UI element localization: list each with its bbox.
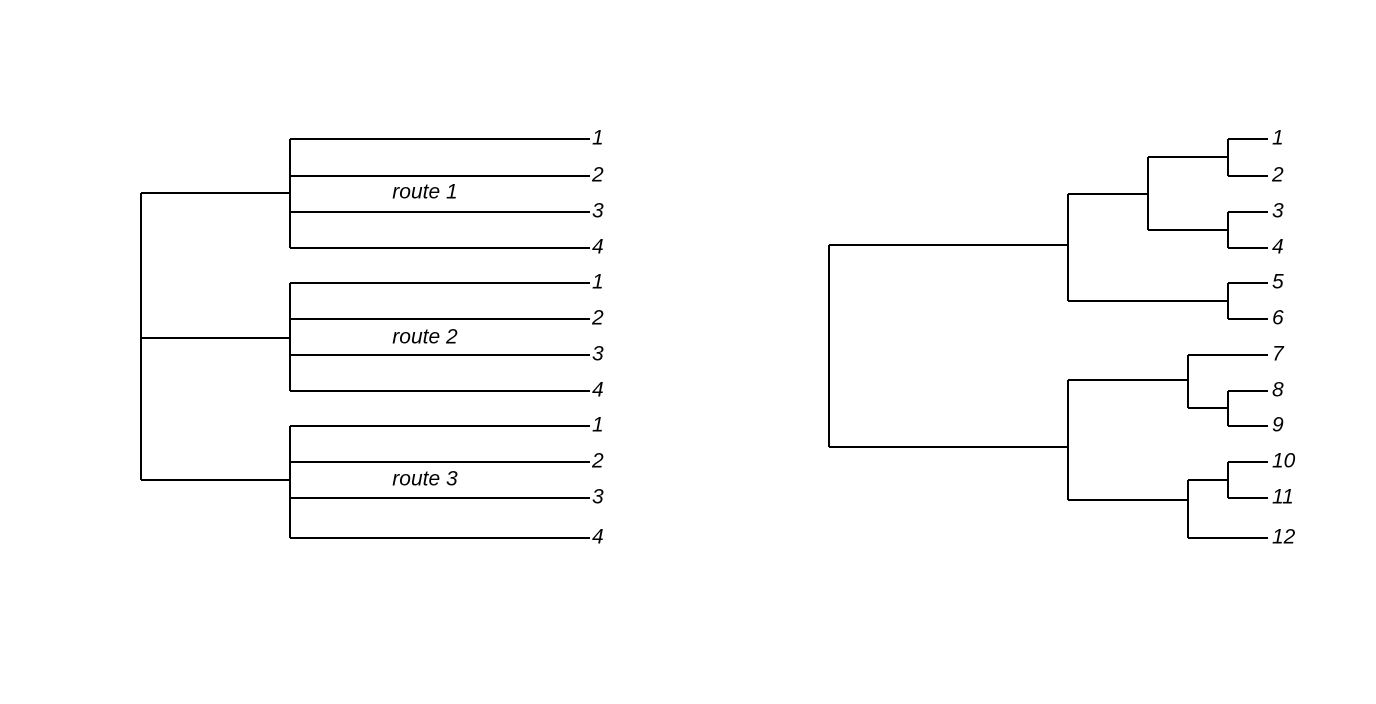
left-cluster-route-2: 1 2 3 4 route 2: [288, 271, 604, 402]
right-leaf-label-1: 1: [1272, 127, 1284, 150]
cluster-label-route-3: route 3: [392, 468, 458, 491]
right-leaf-label-6: 6: [1272, 307, 1284, 330]
cluster-2-leaf-label-3: 3: [592, 343, 604, 366]
cluster-2-leaf-label-2: 2: [591, 307, 604, 330]
right-leaf-label-10: 10: [1272, 450, 1296, 473]
right-lower-subtree: [1066, 353, 1268, 540]
right-leaf-label-8: 8: [1272, 379, 1284, 402]
cluster-3-leaf-label-4: 4: [592, 526, 604, 549]
cluster-1-leaf-label-2: 2: [591, 164, 604, 187]
left-cluster-route-3: 1 2 3 4 route 3: [288, 414, 604, 549]
right-leaf-labels: 1 2 3 4 5 6 7 8 9 10 11 12: [1271, 127, 1296, 549]
cluster-1-leaf-label-1: 1: [592, 127, 604, 150]
right-leaf-label-7: 7: [1272, 343, 1285, 366]
cluster-3-leaf-label-3: 3: [592, 486, 604, 509]
right-dendrogram-panel: 1 2 3 4 5 6 7 8 9 10 11 12: [827, 127, 1296, 549]
right-leaf-label-12: 12: [1272, 526, 1296, 549]
cluster-1-leaf-label-3: 3: [592, 200, 604, 223]
cluster-2-leaf-label-4: 4: [592, 379, 604, 402]
cluster-3-leaf-label-2: 2: [591, 450, 604, 473]
right-leaf-label-9: 9: [1272, 414, 1284, 437]
right-leaf-label-11: 11: [1272, 486, 1294, 509]
right-leaf-label-4: 4: [1272, 236, 1284, 259]
cluster-label-route-1: route 1: [392, 181, 457, 204]
cluster-label-route-2: route 2: [392, 326, 458, 349]
cluster-1-leaf-label-4: 4: [592, 236, 604, 259]
cluster-3-leaf-label-1: 1: [592, 414, 604, 437]
right-leaf-label-2: 2: [1271, 164, 1284, 187]
right-leaf-label-5: 5: [1272, 271, 1284, 294]
cluster-2-leaf-label-1: 1: [592, 271, 604, 294]
left-dendrogram-panel: 1 2 3 4 route 1 1 2 3 4 route 2: [139, 127, 604, 549]
left-cluster-route-1: 1 2 3 4 route 1: [288, 127, 604, 259]
right-upper-subtree: [1066, 137, 1268, 321]
right-leaf-label-3: 3: [1272, 200, 1284, 223]
